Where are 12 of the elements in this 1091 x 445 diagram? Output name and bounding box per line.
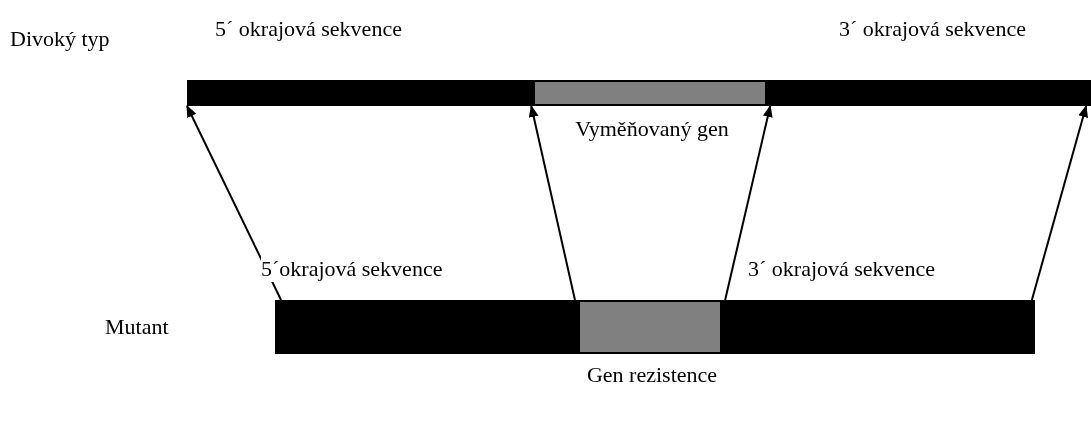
segment-label: Gen rezistence xyxy=(585,362,719,388)
arrow xyxy=(724,105,773,301)
row-label: Divoký typ xyxy=(10,26,110,52)
segment-label: 3´ okrajová sekvence xyxy=(839,16,1026,42)
row-label: Mutant xyxy=(105,314,169,340)
arrow xyxy=(1030,105,1088,301)
segment-label: 5´ okrajová sekvence xyxy=(215,16,402,42)
segment-label: Vyměňovaný gen xyxy=(574,116,730,142)
arrow xyxy=(528,105,576,301)
arrow xyxy=(186,105,283,301)
segment-label: 5´okrajová sekvence xyxy=(261,256,443,282)
segment-label: 3´ okrajová sekvence xyxy=(748,256,935,282)
